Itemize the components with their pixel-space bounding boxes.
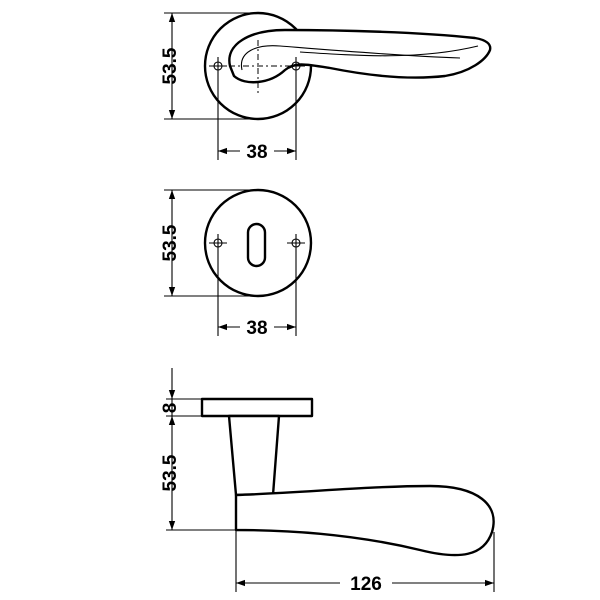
screw-hole-icon (209, 234, 227, 252)
lever-height-label: 53.5 (160, 47, 181, 84)
side-view: 8 53.5 126 (160, 368, 495, 595)
front-lever-view: 53.5 38 (160, 11, 492, 163)
lever-ridge (299, 45, 479, 57)
keyhole-icon (246, 222, 267, 268)
side-rose-plate (200, 397, 314, 418)
lever-width-label: 38 (246, 142, 267, 163)
screw-hole-icon (287, 234, 305, 252)
screw-hole-icon (209, 57, 227, 75)
side-length-label: 126 (350, 574, 382, 595)
escutcheon-height-label: 53.5 (160, 224, 181, 261)
front-escutcheon-view: 53.5 38 (160, 188, 313, 339)
escutcheon-width-label: 38 (246, 318, 267, 339)
rose-thickness-label: 8 (160, 403, 181, 414)
side-lever (234, 484, 495, 557)
side-neck (227, 414, 281, 497)
lever-handle (228, 28, 492, 84)
side-height-label: 53.5 (160, 454, 181, 491)
screw-hole-icon (287, 57, 305, 75)
lever-inner-curve (240, 45, 461, 71)
